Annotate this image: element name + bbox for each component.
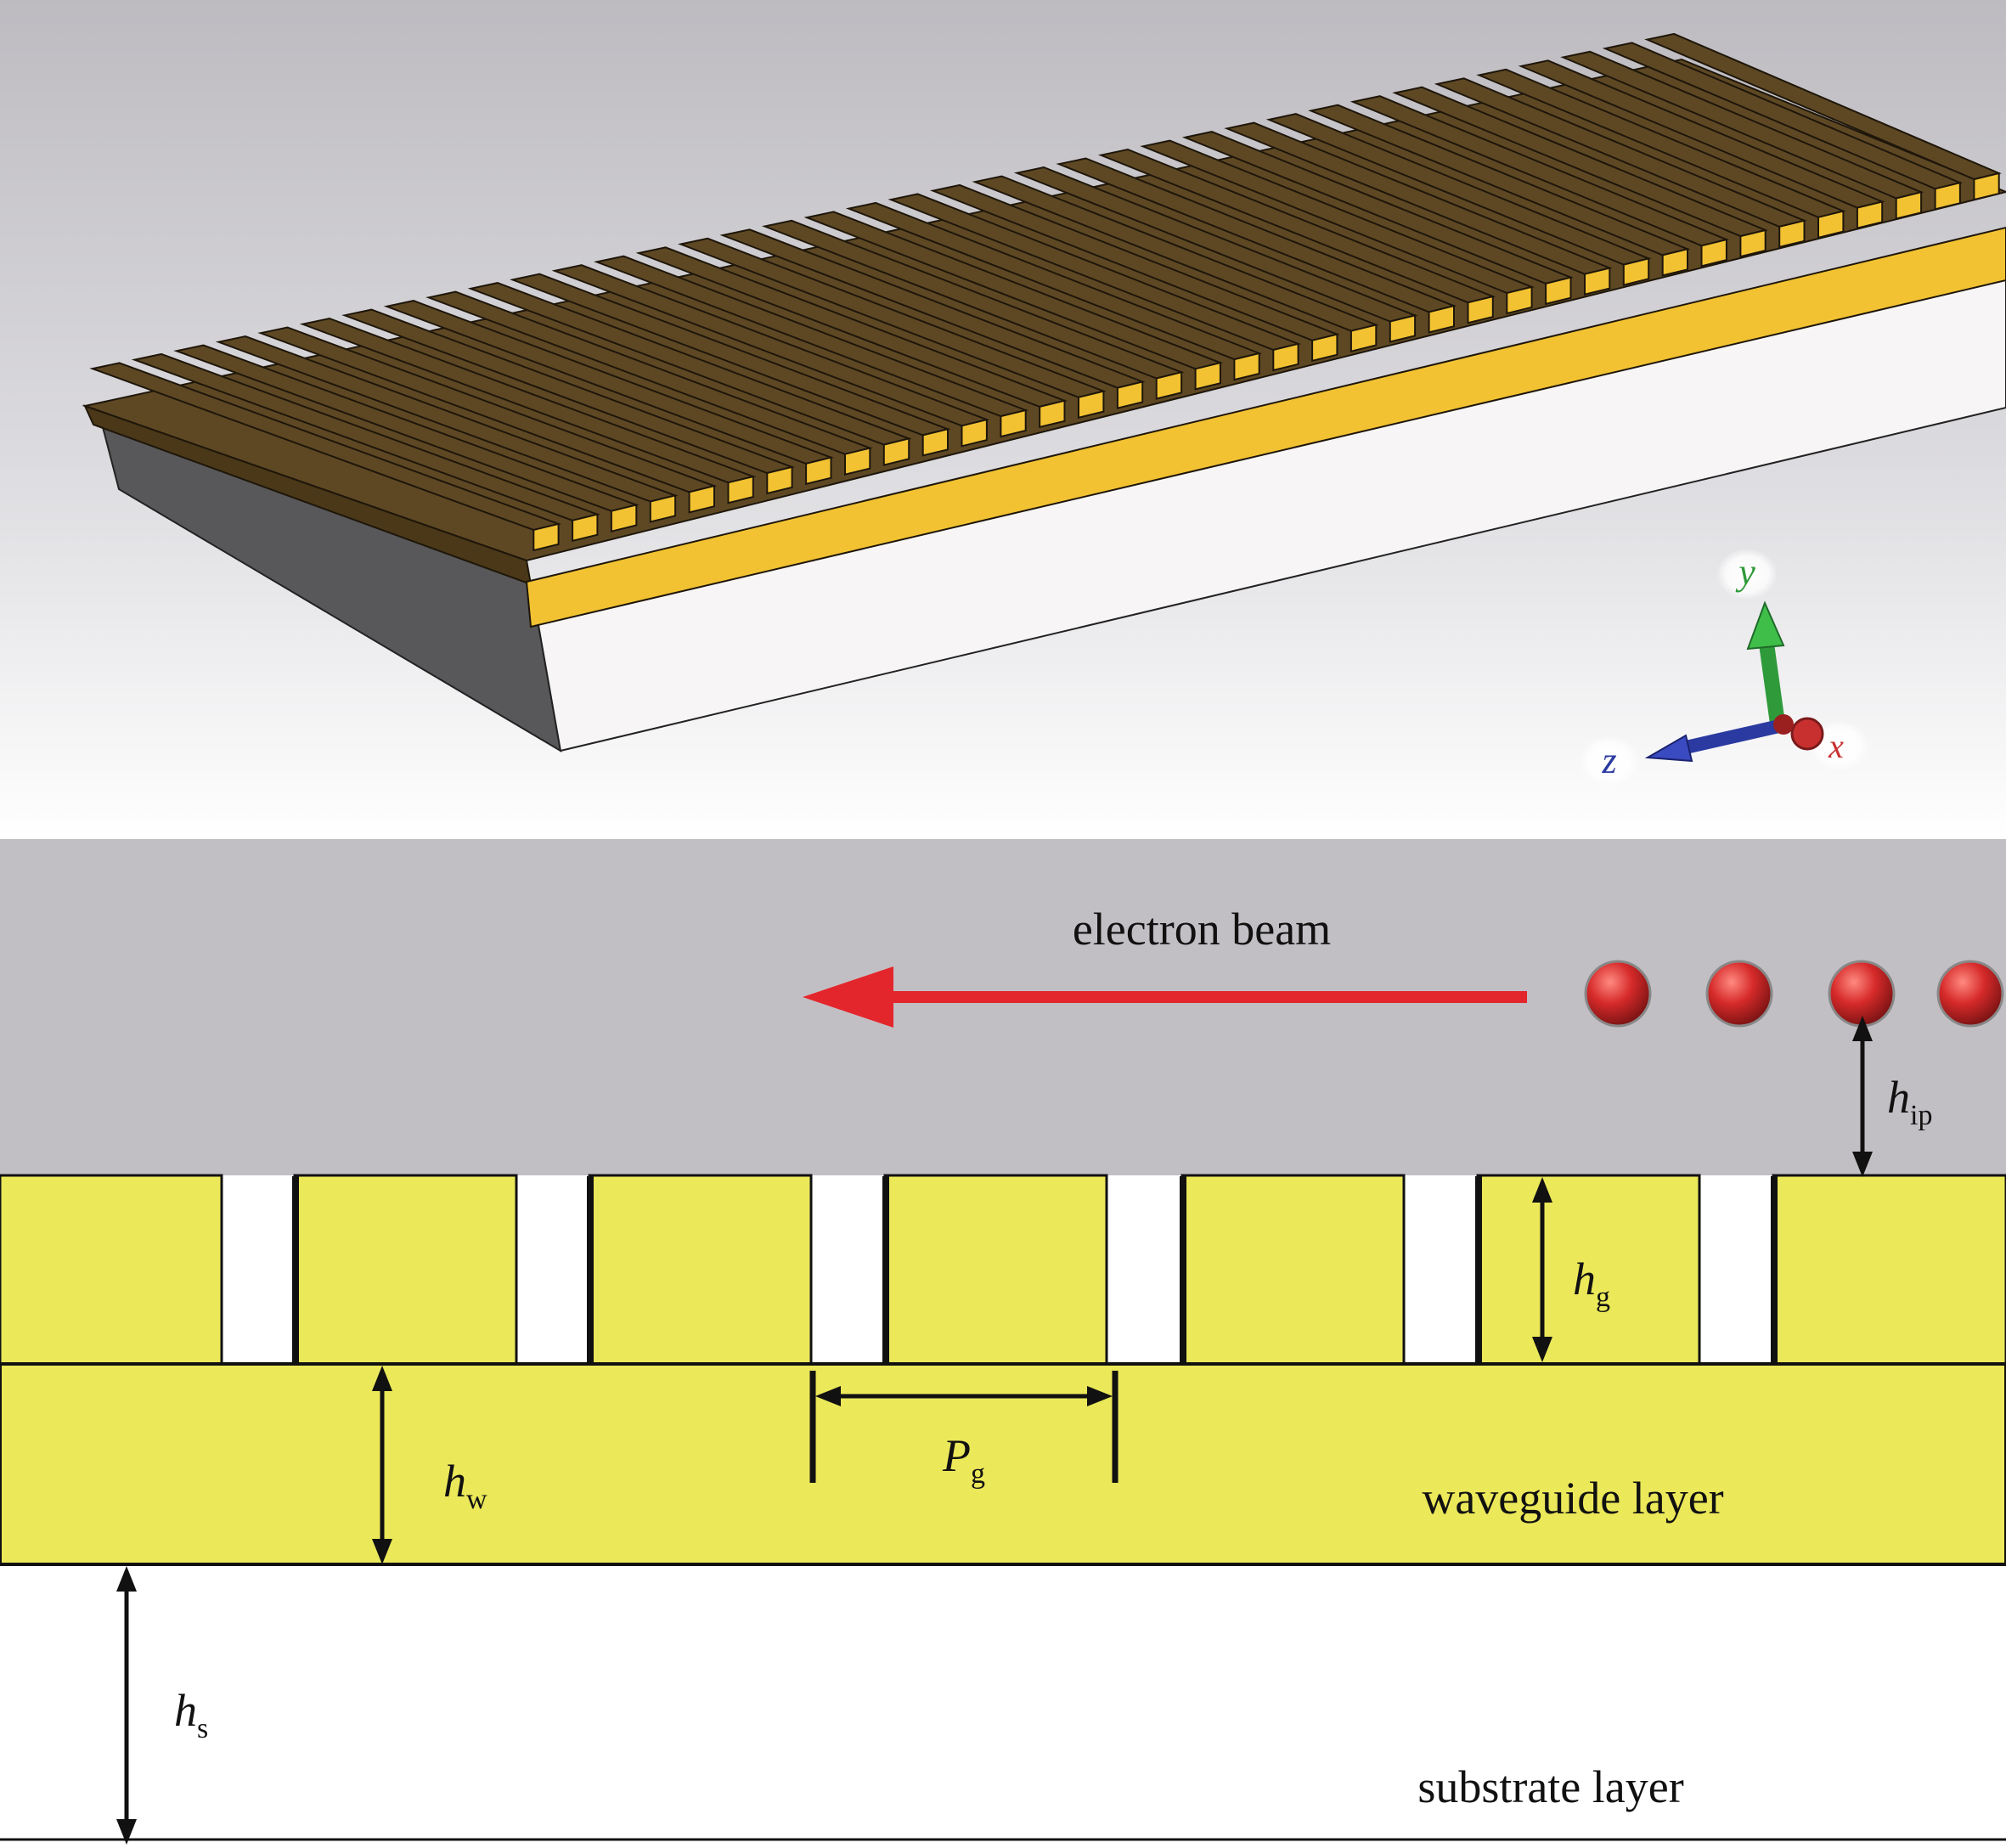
grating-bar-front: [688, 484, 715, 514]
waveguide-layer-front: [525, 226, 2006, 628]
electron: [1828, 960, 1896, 1028]
grating-bar-front: [1506, 285, 1533, 315]
h-ip-label: hip: [1887, 1072, 1932, 1131]
grating-bar-front: [1622, 257, 1650, 286]
waveguide-layer: [0, 1362, 2006, 1566]
electron: [1584, 960, 1652, 1028]
grating-bar-front: [1739, 228, 1767, 258]
grating-bar-front: [1155, 371, 1183, 400]
electron-beam-label: electron beam: [1073, 904, 1331, 955]
axis-origin: [1773, 714, 1794, 735]
grating-bar-front: [1311, 333, 1338, 363]
h-g-label: hg: [1573, 1254, 1610, 1313]
grating-bar-front: [1000, 408, 1027, 438]
bottom-panel-cross-section: electron beam hip hg hw: [0, 839, 2006, 1848]
dimension-h-ip: hip: [1852, 1016, 1932, 1177]
y-axis-label-glow: [1716, 549, 1778, 600]
grating-bar-front: [1194, 361, 1221, 391]
grating-teeth: [0, 1174, 2006, 1366]
y-axis-line: [1759, 636, 1785, 731]
grating-bar-front: [1389, 314, 1417, 343]
grating-bar-front: [727, 475, 754, 504]
electron: [1936, 960, 2004, 1028]
top-panel-3d-view: y z x: [0, 0, 2006, 839]
z-axis-label: z: [1601, 740, 1616, 781]
grating-bar-front: [1895, 191, 1923, 220]
grating-bar-front: [1817, 210, 1845, 239]
grating-bar-front: [1428, 304, 1455, 334]
grating-bar-front: [882, 437, 910, 466]
h-s-label: hs: [174, 1685, 208, 1744]
x-axis-label: x: [1828, 727, 1844, 765]
grating-tooth: [0, 1174, 223, 1366]
grating-bar-front: [532, 522, 560, 552]
dimension-p-g: Pg: [809, 1371, 1119, 1490]
grating-bar-front: [921, 428, 949, 457]
grating-bar-front: [1078, 390, 1105, 420]
electron: [1705, 960, 1773, 1028]
grating-bar-front: [1661, 248, 1688, 277]
substrate-layer: [0, 1564, 2006, 1848]
y-axis-arrowhead: [1746, 600, 1785, 651]
grating-bar-front: [1856, 200, 1884, 229]
grating-tooth: [883, 1174, 1108, 1366]
electron-beam-arrow: [803, 966, 1527, 1028]
z-axis-line: [1679, 719, 1786, 754]
grating-bar-front: [805, 456, 832, 486]
grating-bars-3d: [89, 32, 2002, 552]
grating-bar-front: [961, 418, 988, 448]
grating-bar-front: [610, 504, 638, 532]
grating-bar-front: [1467, 295, 1494, 324]
grating-bar-front: [1039, 399, 1066, 429]
electrons: [1584, 960, 2004, 1028]
z-axis-arrowhead: [1644, 734, 1693, 763]
grating-bar-front: [1545, 276, 1572, 306]
grating-bar-front: [1233, 352, 1260, 381]
grating-bar-front: [1973, 172, 2000, 201]
grating-bar-front: [649, 494, 677, 523]
grating-bar-front: [1934, 181, 1961, 211]
substrate-layer-label: substrate layer: [1417, 1761, 1683, 1812]
dimension-h-s: hs: [116, 1566, 208, 1845]
grating-bar-front: [1350, 324, 1378, 352]
grating-bar-front: [572, 513, 599, 543]
waveguide-layer-label: waveguide layer: [1422, 1473, 1723, 1524]
dimension-h-w: hw: [372, 1366, 487, 1564]
x-axis-arrow: [1790, 717, 1824, 751]
grating-bar-front: [1584, 267, 1611, 296]
y-axis-label: y: [1735, 551, 1755, 593]
vacuum-region: [0, 839, 2006, 1175]
grating-bar-front: [844, 447, 871, 476]
dimension-h-g: hg: [1532, 1177, 1610, 1362]
z-axis-label-glow: [1579, 735, 1640, 786]
grating-bar-front: [1272, 342, 1299, 372]
h-w-label: hw: [443, 1456, 487, 1515]
grating-tooth: [1772, 1174, 2006, 1366]
grating-bar-front: [1700, 238, 1727, 268]
grating-bar-front: [766, 465, 793, 495]
grating-tooth: [293, 1174, 518, 1366]
axis-triad: y z x: [1579, 549, 1869, 786]
grating-tooth: [1180, 1174, 1406, 1366]
grating-tooth: [588, 1174, 813, 1366]
grating-bar-front: [1778, 219, 1806, 249]
p-g-label: Pg: [942, 1430, 985, 1490]
grating-bar-front: [1116, 380, 1144, 409]
